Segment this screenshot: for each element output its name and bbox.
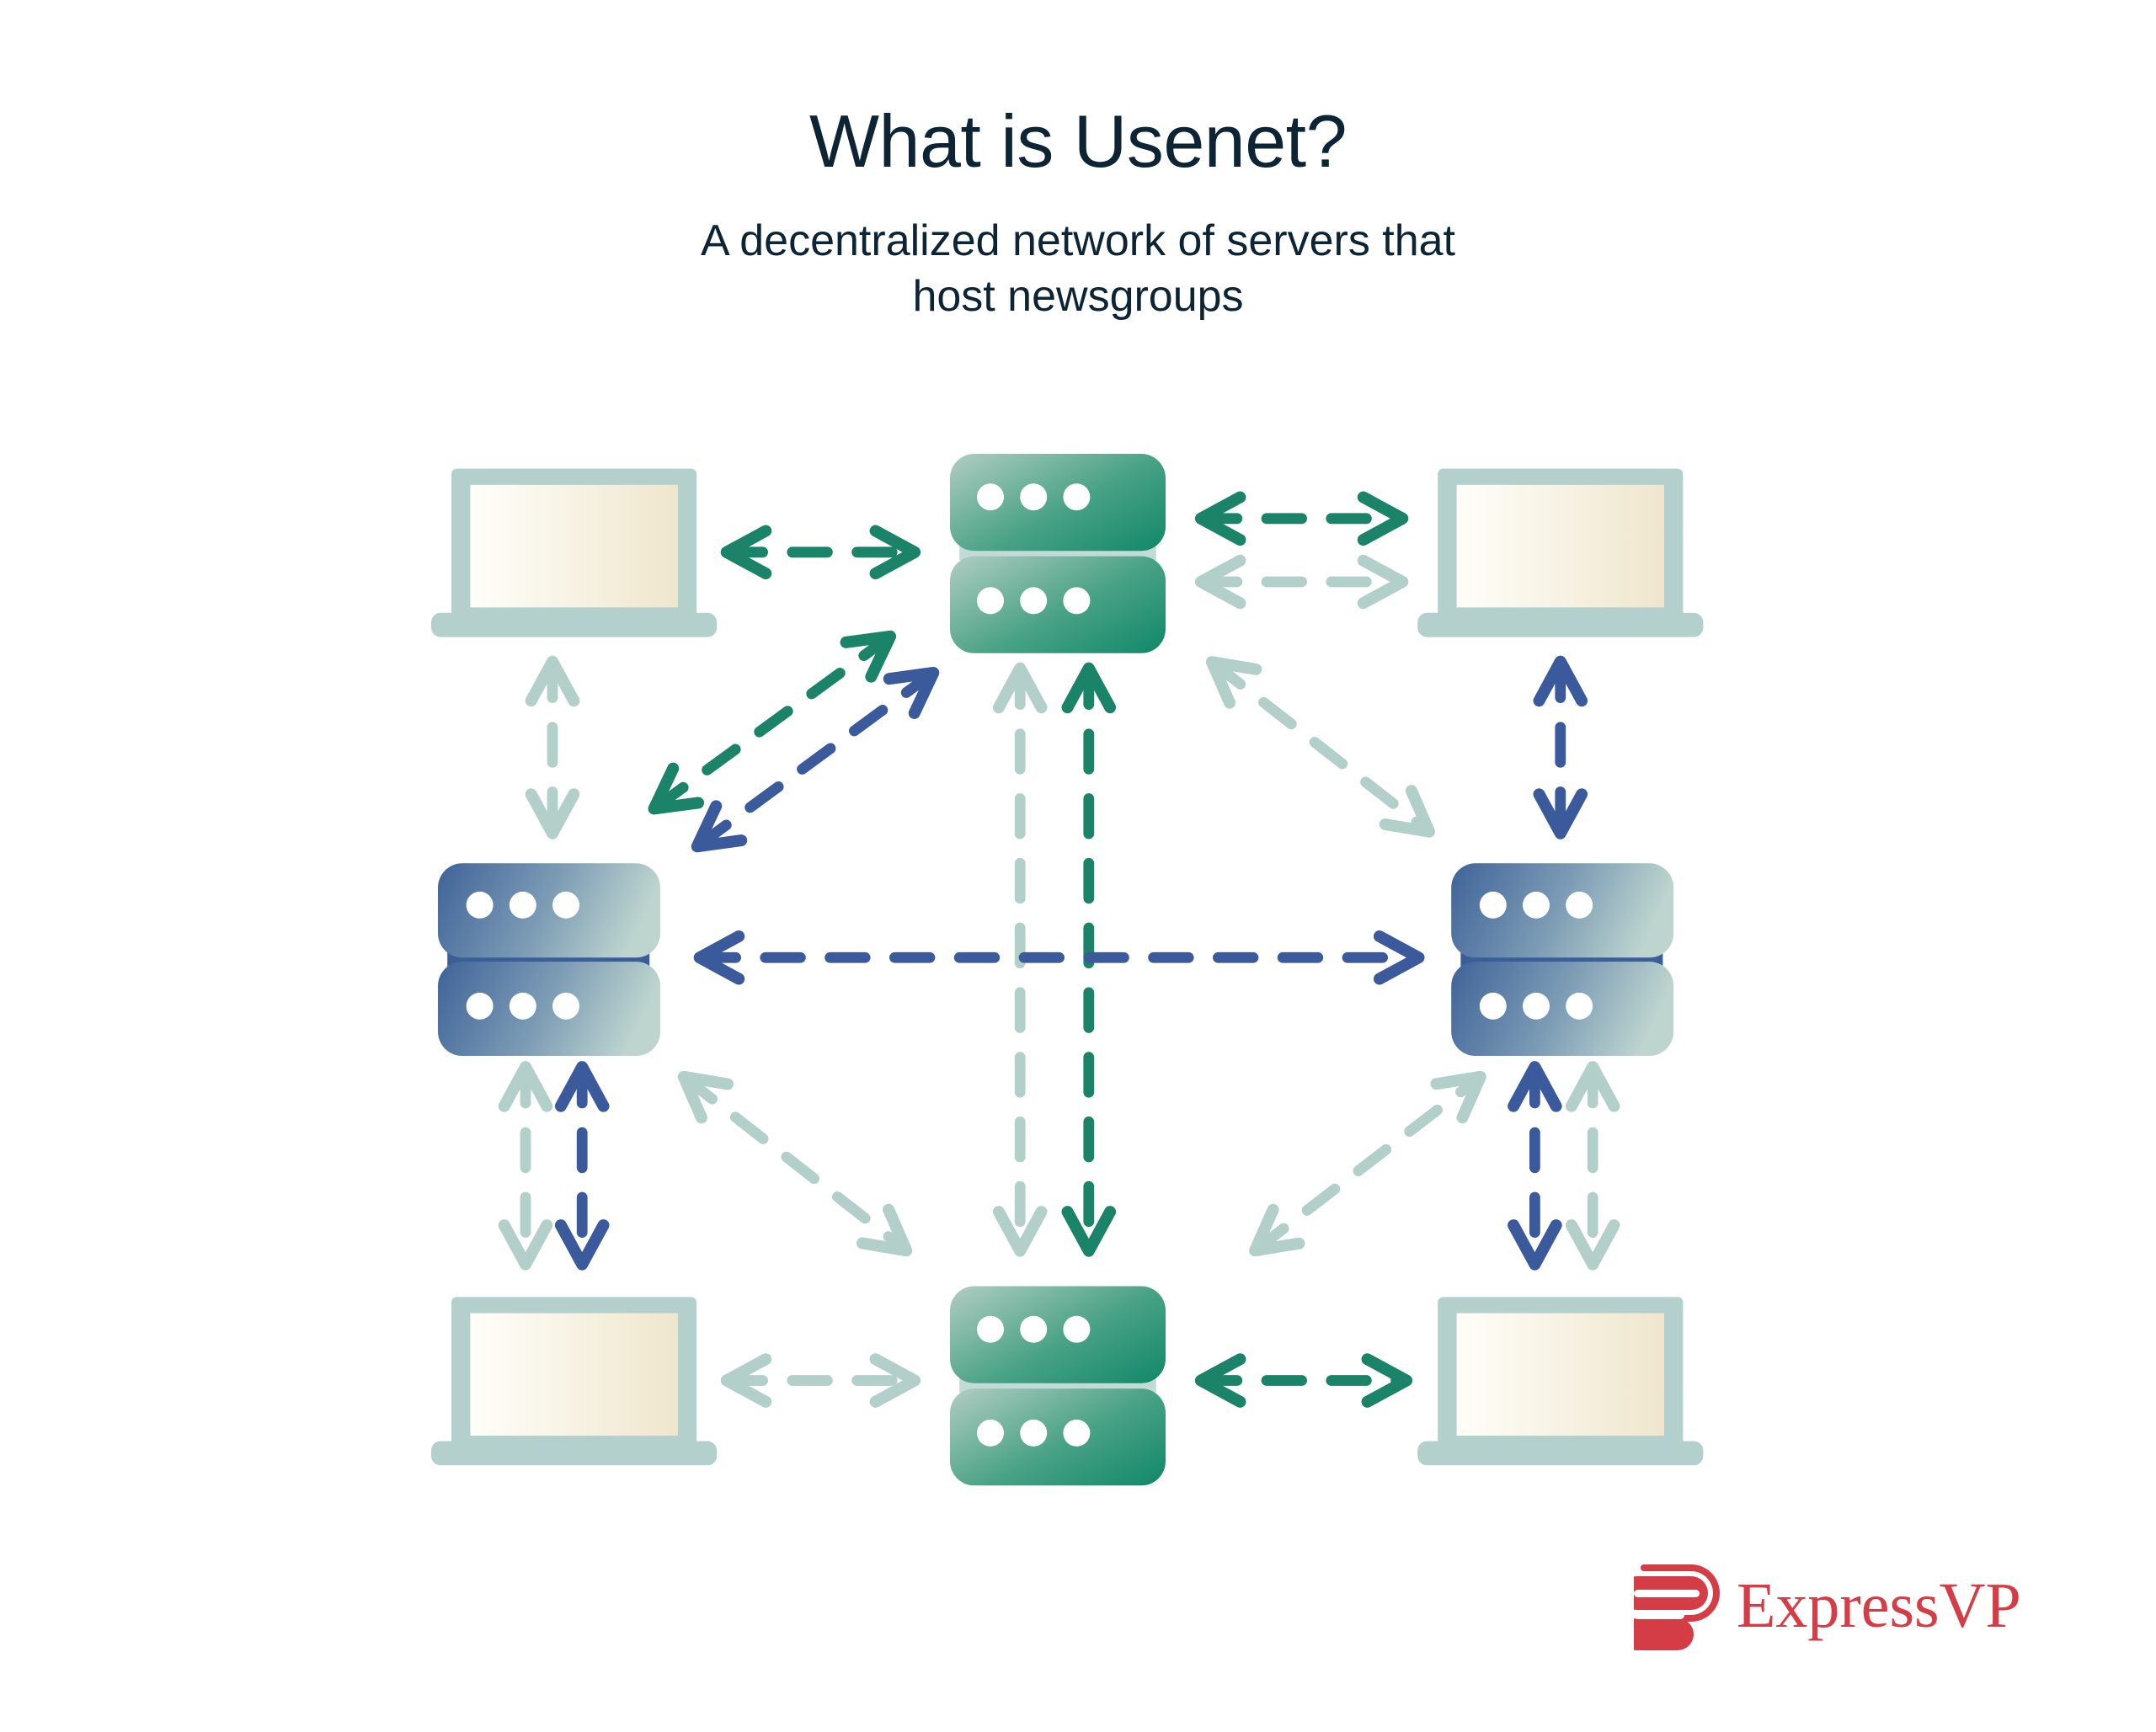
- node-laptop-bottom-left[interactable]: [431, 1297, 718, 1466]
- node-laptop-top-left[interactable]: [431, 468, 718, 637]
- server-led: [552, 891, 579, 919]
- node-laptop-top-right[interactable]: [1417, 468, 1704, 637]
- laptop-base: [1417, 1441, 1704, 1466]
- server-led: [1566, 992, 1593, 1020]
- link-server-mid-left-server-top-center-green: [648, 630, 897, 815]
- server-led: [509, 992, 536, 1020]
- laptop-screen: [470, 1313, 678, 1436]
- server-led: [1020, 1419, 1048, 1447]
- node-server-mid-right[interactable]: [1451, 863, 1674, 1057]
- server-led: [977, 587, 1004, 615]
- server-led: [1063, 1315, 1091, 1343]
- server-rack-lower: [438, 962, 660, 1057]
- server-led: [466, 891, 494, 919]
- server-led: [1523, 891, 1550, 919]
- laptop-base: [431, 612, 718, 637]
- laptop-screen: [1456, 484, 1664, 608]
- server-led: [1020, 1315, 1048, 1343]
- node-server-mid-left[interactable]: [438, 863, 660, 1057]
- expressvpn-e-mark: [1634, 1564, 1720, 1650]
- server-rack-upper: [438, 863, 660, 958]
- node-server-top-center[interactable]: [950, 454, 1166, 653]
- link-server-mid-left-server-top-center-blue: [691, 666, 940, 853]
- server-led: [1020, 587, 1048, 615]
- laptop-screen: [470, 484, 678, 608]
- laptop-screen: [1456, 1313, 1664, 1436]
- page-title: What is Usenet?: [808, 99, 1348, 183]
- node-laptop-bottom-right[interactable]: [1417, 1297, 1704, 1466]
- server-led: [1523, 992, 1550, 1020]
- server-rack-lower: [950, 556, 1166, 653]
- server-led: [977, 1315, 1004, 1343]
- server-rack-lower: [950, 1388, 1166, 1486]
- server-led: [1566, 891, 1593, 919]
- server-led: [552, 992, 579, 1020]
- server-rack-upper: [950, 1286, 1166, 1383]
- server-led: [1479, 891, 1507, 919]
- link-server-bottom-center-server-mid-right: [1249, 1070, 1486, 1257]
- page-subtitle: A decentralized network of servers that …: [700, 216, 1455, 322]
- heading-block: What is Usenet? A decentralized network …: [0, 99, 2156, 325]
- server-led: [1063, 1419, 1091, 1447]
- expressvpn-logo[interactable]: ExpressVPN: [1634, 1554, 2021, 1664]
- server-led: [1020, 483, 1048, 511]
- expressvpn-wordmark: ExpressVPN: [1737, 1570, 2021, 1641]
- server-led: [1063, 587, 1091, 615]
- server-led: [977, 483, 1004, 511]
- link-server-mid-left-server-bottom-center: [677, 1070, 913, 1257]
- link-server-top-center-server-mid-right: [1205, 656, 1436, 838]
- server-rack-upper: [1451, 863, 1674, 958]
- server-led: [1479, 992, 1507, 1020]
- laptop-base: [431, 1441, 718, 1466]
- node-server-bottom-center[interactable]: [950, 1286, 1166, 1486]
- server-led: [509, 891, 536, 919]
- server-led: [977, 1419, 1004, 1447]
- server-rack-lower: [1451, 962, 1674, 1057]
- server-rack-upper: [950, 454, 1166, 552]
- server-led: [1063, 483, 1091, 511]
- server-led: [466, 992, 494, 1020]
- laptop-base: [1417, 612, 1704, 637]
